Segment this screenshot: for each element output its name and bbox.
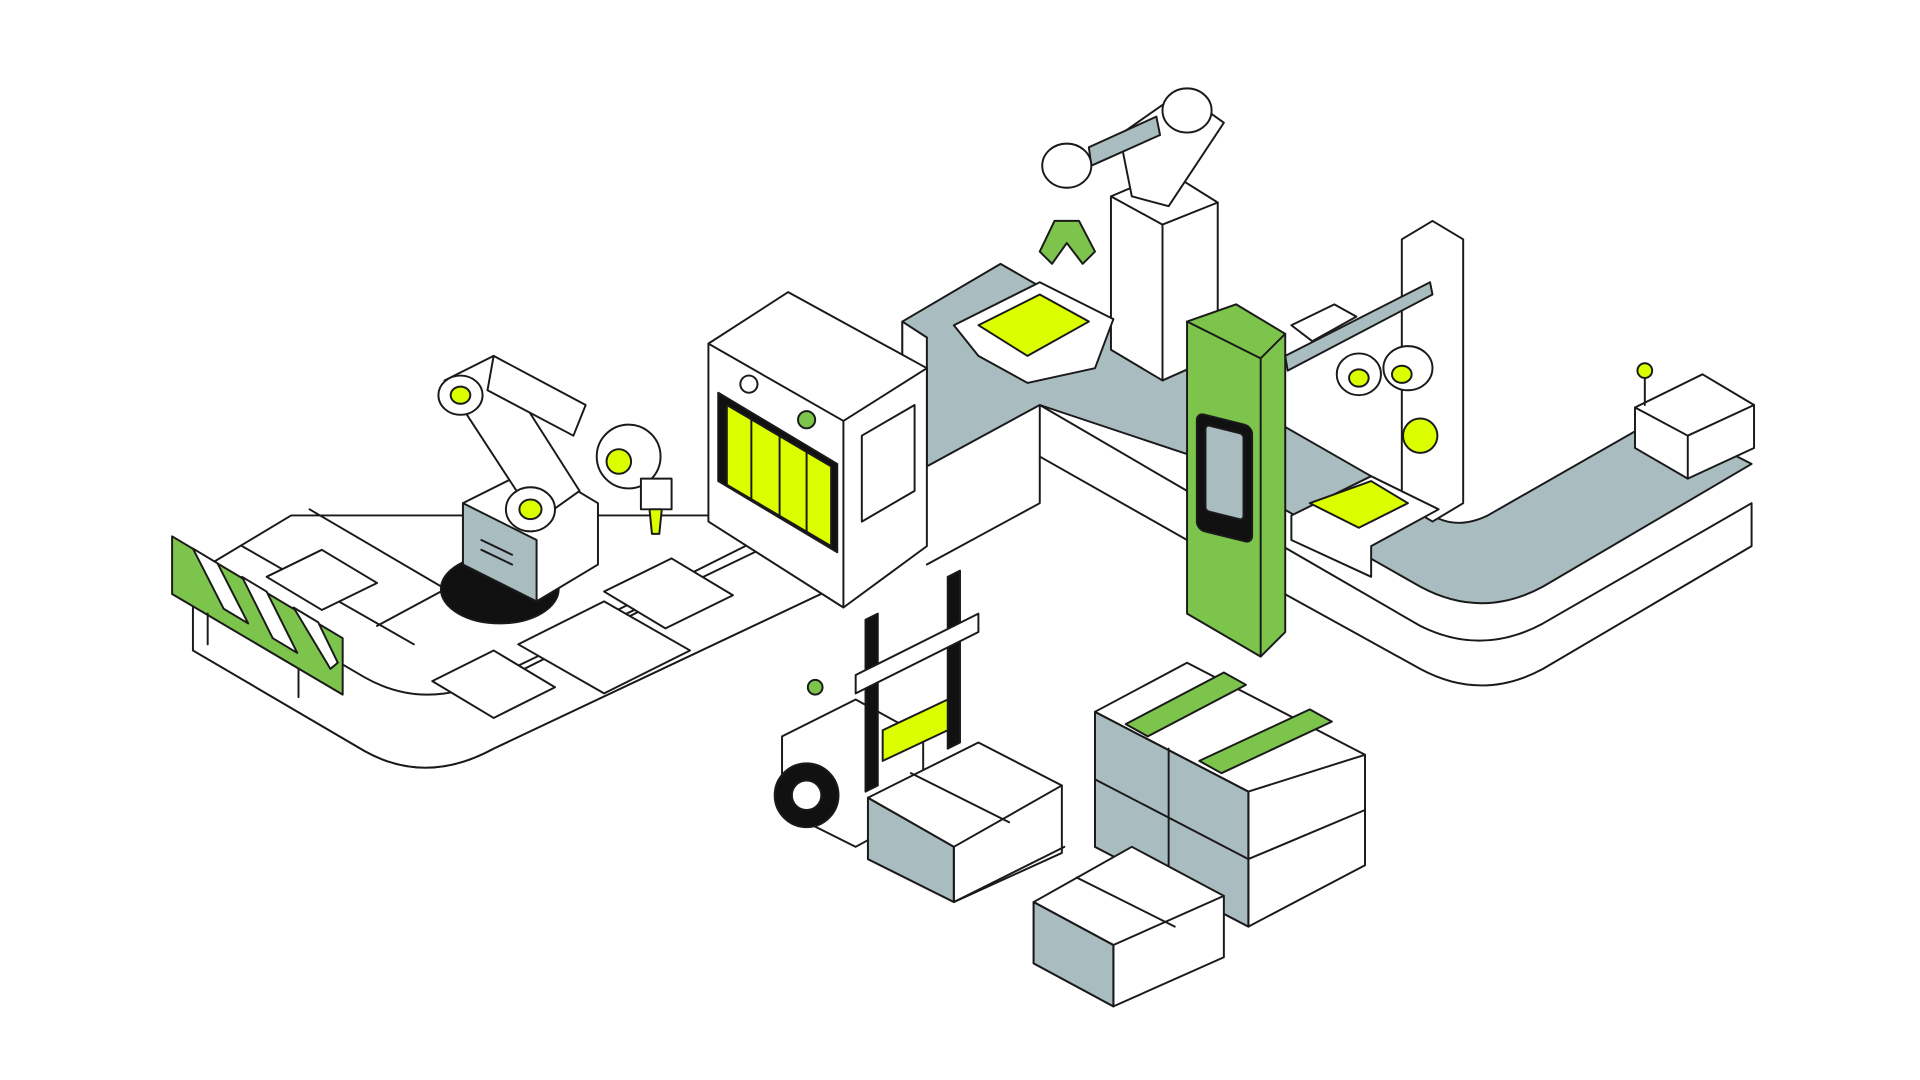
barrier-icon (171, 535, 344, 699)
chip-tray (431, 649, 556, 719)
chip-tray (517, 600, 691, 695)
robot-arm-left (437, 354, 673, 625)
robot-arm-right (1284, 219, 1465, 578)
chip-tray (265, 548, 379, 611)
robot-arm-top (952, 87, 1225, 384)
conveyor-belt-left (191, 508, 833, 769)
chip-tray (603, 557, 734, 630)
control-pillar (1186, 303, 1287, 658)
box-stack (1032, 661, 1366, 1008)
cardboard-box-icon (1634, 362, 1756, 480)
scanner-gate (707, 291, 928, 609)
forklift-icon (773, 569, 1066, 904)
